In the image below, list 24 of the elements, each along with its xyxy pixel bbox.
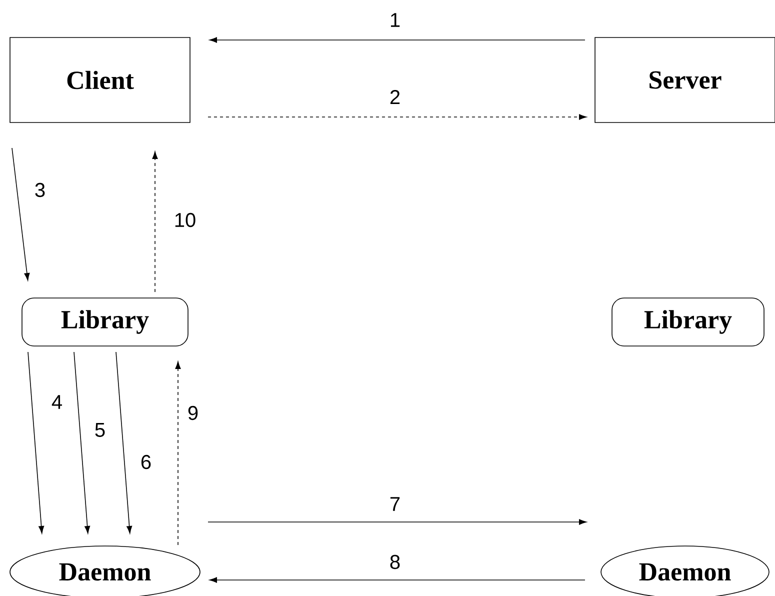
process-box: Client (10, 37, 190, 123)
edge-label: 5 (93, 422, 107, 438)
edge-label: 4 (50, 394, 64, 410)
rounded-box: Library (22, 298, 188, 346)
edge-label: 1 (388, 12, 402, 28)
arrow (175, 361, 181, 546)
arrow (152, 151, 158, 292)
edge-label: 9 (186, 404, 200, 422)
arrow (12, 148, 30, 281)
arrow (208, 114, 587, 120)
process-box: Server (594, 37, 775, 123)
arrow (28, 352, 44, 534)
arrow (74, 352, 90, 534)
arrow (116, 352, 132, 534)
arrow (208, 519, 587, 525)
edge-label: 3 (33, 182, 47, 198)
edge-label: 7 (388, 496, 402, 512)
arrow (209, 37, 586, 43)
edge-label: 6 (139, 454, 153, 470)
rounded-box: Library (612, 298, 764, 346)
arrow (209, 577, 586, 583)
edge-label: 8 (388, 554, 402, 570)
edge-label: 10 (172, 212, 198, 228)
edge-label: 2 (388, 89, 402, 105)
